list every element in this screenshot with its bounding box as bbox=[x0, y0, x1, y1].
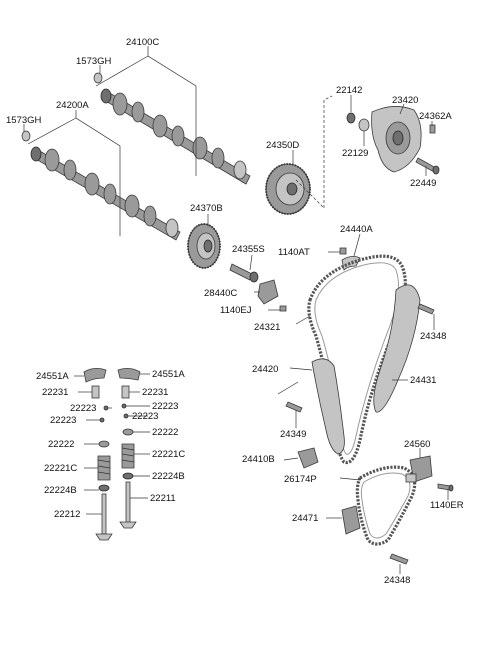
label-22224b-left: 22224B bbox=[44, 485, 77, 496]
label-22211: 22211 bbox=[150, 493, 176, 504]
label-1140ej: 1140EJ bbox=[220, 305, 252, 316]
valve-train-right bbox=[117, 368, 150, 529]
bolt-1140er bbox=[437, 483, 454, 492]
washer-22129 bbox=[358, 118, 370, 132]
label-22231-left: 22231 bbox=[42, 387, 68, 398]
bolt-24349 bbox=[285, 401, 303, 413]
lever-24471 bbox=[341, 505, 361, 535]
label-24551a-right: 24551A bbox=[152, 369, 185, 380]
label-24350d: 24350D bbox=[266, 140, 299, 151]
bolt-22449 bbox=[415, 157, 440, 175]
label-23420: 23420 bbox=[392, 95, 418, 106]
hydraulic-tensioner-24410b bbox=[297, 447, 319, 469]
label-22223-left: 22223 bbox=[70, 403, 96, 414]
label-24431: 24431 bbox=[410, 375, 436, 386]
label-1140er: 1140ER bbox=[430, 500, 464, 511]
bolt-1573gh-lower bbox=[21, 130, 31, 142]
chain-guide-24431 bbox=[373, 284, 421, 413]
bolt-1573gh-upper bbox=[93, 72, 103, 84]
label-24200a: 24200A bbox=[56, 100, 89, 111]
label-22222-right: 22222 bbox=[152, 427, 178, 438]
label-24551a-left: 24551A bbox=[36, 371, 69, 382]
label-26174p: 26174P bbox=[284, 474, 317, 485]
bolt-1140ej bbox=[279, 305, 287, 312]
label-24100c: 24100C bbox=[126, 37, 159, 48]
label-22221c-right: 22221C bbox=[152, 449, 185, 460]
label-22223-right: 22223 bbox=[152, 401, 178, 412]
label-22223-right2: 22223 bbox=[132, 411, 158, 422]
label-1573gh-lower: 1573GH bbox=[6, 115, 42, 126]
label-22223-left2: 22223 bbox=[50, 415, 76, 426]
label-22222-left: 22222 bbox=[48, 439, 74, 450]
valve-train-left bbox=[74, 368, 113, 541]
label-24410b: 24410B bbox=[242, 454, 275, 465]
tensioner-28440c bbox=[257, 279, 279, 305]
cam-sprocket-24370b bbox=[187, 223, 221, 269]
label-28440c: 28440C bbox=[204, 288, 237, 299]
cover-23420 bbox=[371, 106, 422, 173]
cam-sprocket-24350d bbox=[265, 163, 311, 215]
label-24362a: 24362A bbox=[419, 111, 452, 122]
label-22224b-right: 22224B bbox=[152, 471, 185, 482]
tensioner-lever-24420 bbox=[311, 358, 345, 455]
tensioner-24560 bbox=[405, 455, 433, 483]
label-22142: 22142 bbox=[336, 85, 362, 96]
camshaft-exhaust bbox=[100, 88, 251, 185]
label-22129: 22129 bbox=[342, 148, 368, 159]
bolt-24348-upper bbox=[417, 303, 435, 315]
label-24370b: 24370B bbox=[190, 203, 223, 214]
label-22212: 22212 bbox=[54, 509, 80, 520]
bolt-24355s bbox=[229, 263, 259, 283]
camshaft-intake bbox=[30, 146, 181, 241]
label-24560: 24560 bbox=[404, 439, 430, 450]
label-22449: 22449 bbox=[410, 178, 436, 189]
label-24471: 24471 bbox=[292, 513, 318, 524]
label-1573gh-upper: 1573GH bbox=[76, 56, 112, 67]
label-22221c-left: 22221C bbox=[44, 463, 77, 474]
label-24348-lower: 24348 bbox=[384, 575, 410, 586]
oil-seal-22142 bbox=[346, 112, 356, 124]
label-24420: 24420 bbox=[252, 364, 278, 375]
label-24355s: 24355S bbox=[232, 244, 265, 255]
label-24349: 24349 bbox=[280, 429, 306, 440]
bolt-24362a bbox=[429, 124, 436, 134]
label-22231-right: 22231 bbox=[142, 387, 168, 398]
oil-pump-chain-26174p bbox=[355, 465, 417, 546]
label-24348-upper: 24348 bbox=[420, 331, 446, 342]
label-24321: 24321 bbox=[254, 322, 280, 333]
guide-24440a bbox=[341, 256, 361, 271]
label-24440a: 24440A bbox=[340, 224, 373, 235]
label-1140at: 1140AT bbox=[278, 247, 310, 258]
bolt-1140at bbox=[339, 247, 347, 255]
bolt-24348-lower bbox=[389, 553, 409, 565]
